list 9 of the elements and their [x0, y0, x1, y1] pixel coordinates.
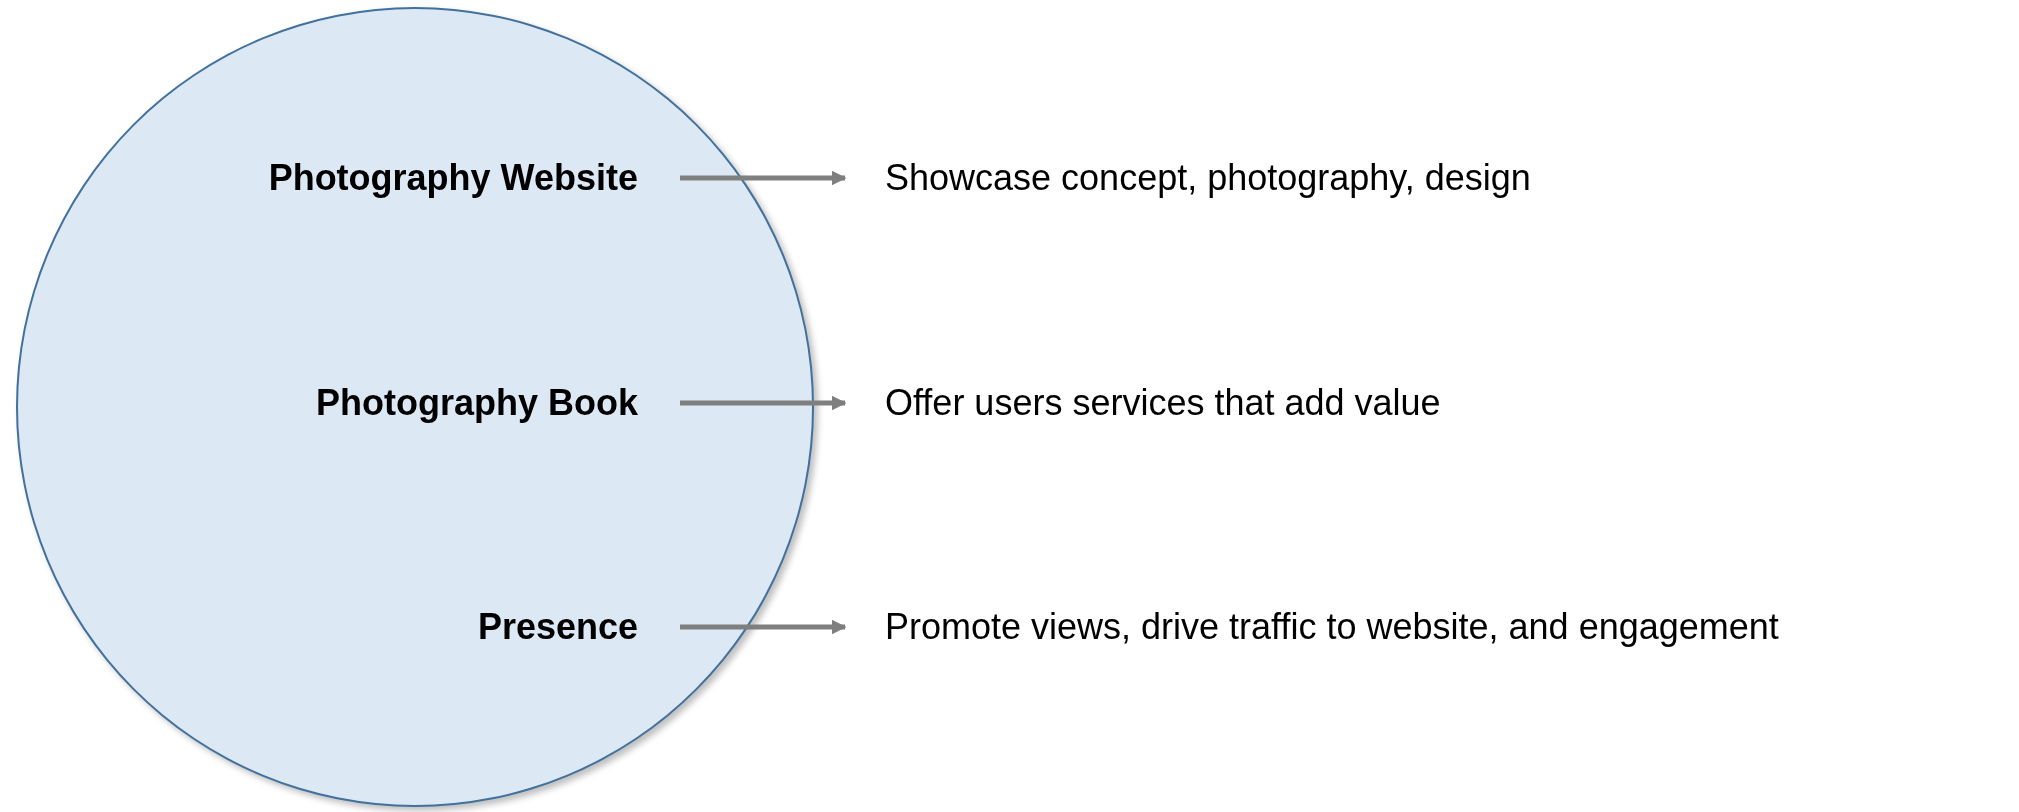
arrow	[680, 170, 847, 186]
channel-label: Presence	[140, 605, 680, 649]
arrow	[680, 619, 847, 635]
goal-text: Showcase concept, photography, design	[845, 156, 1995, 200]
goal-text: Promote views, drive traffic to website, and engagement	[845, 605, 1995, 649]
channel-label: Photography Website	[140, 156, 680, 200]
channel-label: Photography Book	[140, 381, 680, 425]
goal-text: Offer users services that add value	[845, 381, 1995, 425]
arrow	[680, 395, 847, 411]
